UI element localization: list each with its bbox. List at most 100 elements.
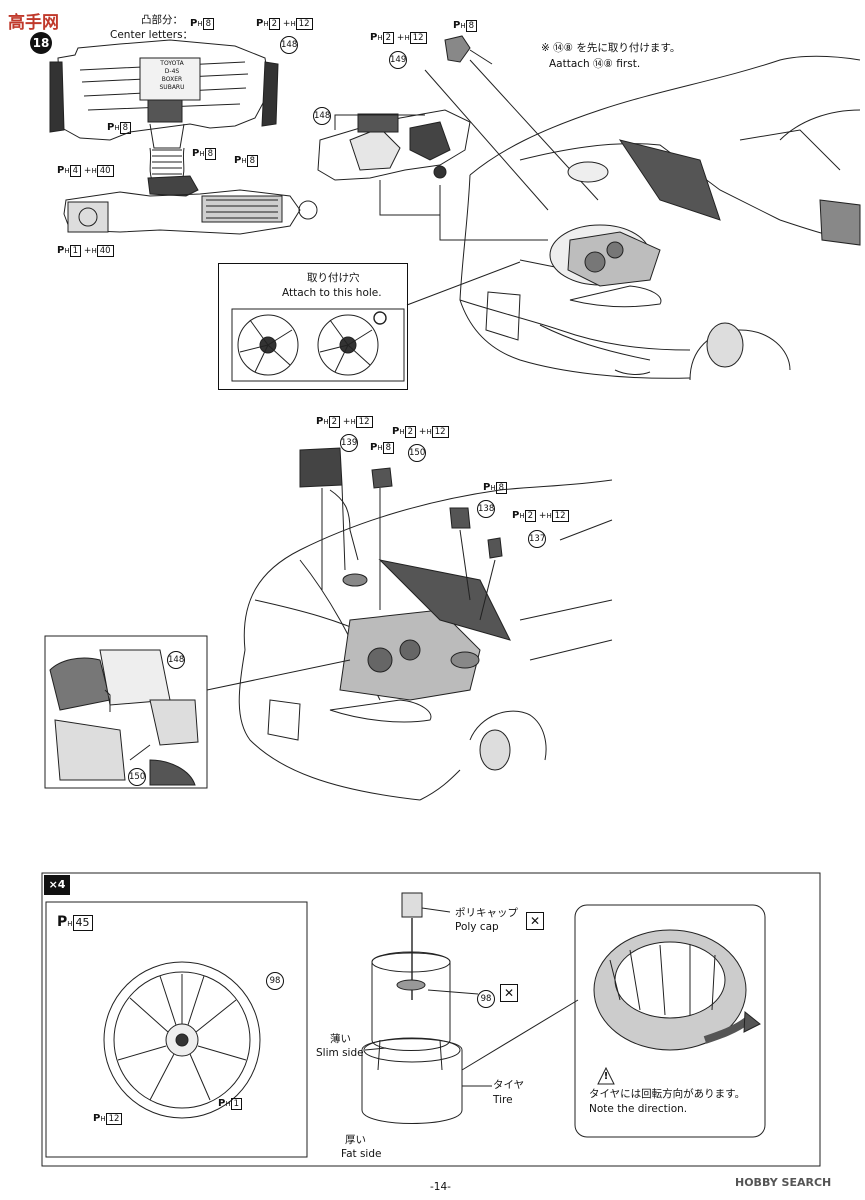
- engine-marking: BOXER: [161, 76, 183, 83]
- attach-first-en: Aattach ⑭⑧ first.: [549, 58, 641, 70]
- page-number: -14-: [430, 1181, 451, 1193]
- no-glue-icon-a: ✕: [526, 912, 544, 930]
- poly-cap-jp: ポリキャップ: [455, 907, 518, 919]
- intake-detail-drawing: [44, 635, 208, 789]
- radiator-fans-drawing: [231, 308, 405, 382]
- part-number: 150: [408, 444, 426, 462]
- paint-code-value: 45: [72, 915, 93, 931]
- intake-assembly-drawing: [49, 39, 318, 235]
- part-number: 148: [313, 107, 331, 125]
- paint-code-value: 8: [382, 442, 395, 454]
- middle-car-drawing: [238, 447, 613, 801]
- part-148-callout-b: 148: [313, 103, 331, 125]
- step-number-badge: 18: [30, 32, 52, 54]
- paint-code-value: 2: [404, 426, 417, 438]
- engine-marking: TOYOTA: [160, 60, 184, 67]
- engine-marking: SUBARU: [159, 84, 185, 91]
- paint-code-value: 12: [105, 1113, 123, 1125]
- part-number: 98: [266, 972, 284, 990]
- paint-code-value: 8: [202, 18, 215, 30]
- tire-jp: タイヤ: [493, 1079, 525, 1091]
- paint-code-value: 12: [355, 416, 373, 428]
- part-number: 148: [167, 651, 185, 669]
- center-letters-jp: 凸部分：: [141, 14, 183, 26]
- site-logo: 高手网: [8, 8, 70, 33]
- part-number: 148: [280, 36, 298, 54]
- paint-code-value: 40: [96, 245, 114, 257]
- slim-side-jp: 薄い: [330, 1033, 351, 1045]
- paint-code-value: 40: [96, 165, 114, 177]
- slim-side-en: Slim side: [316, 1047, 364, 1059]
- wheel-rim-frame: [45, 901, 308, 1158]
- paint-code-value: 4: [69, 165, 82, 177]
- paint-code-value: 12: [295, 18, 313, 30]
- part-137-callout: 137: [528, 526, 546, 548]
- paint-code-value: 8: [495, 482, 508, 494]
- quantity-badge: ×4: [44, 875, 70, 895]
- quantity-text: ×4: [48, 878, 66, 891]
- attach-hole-en: Attach to this hole.: [282, 287, 382, 299]
- wheel-assembly-drawing: [361, 892, 492, 1124]
- engine-markings: TOYOTA D-4S BOXER SUBARU: [150, 60, 194, 92]
- attach-hole-jp: 取り付け穴: [307, 272, 360, 284]
- paint-code-value: 2: [328, 416, 341, 428]
- part-148-top-drawing: [317, 35, 493, 181]
- part-98-callout-a: 98: [266, 968, 284, 990]
- fat-side-jp: 厚い: [345, 1134, 366, 1146]
- part-number: 98: [477, 990, 495, 1008]
- site-logo-text: 高手网: [8, 13, 59, 33]
- wheel-section-frame: [41, 872, 821, 1167]
- part-139-callout: 139: [340, 430, 358, 452]
- part-number: 139: [340, 434, 358, 452]
- part-98-callout-b: 98: [477, 986, 495, 1008]
- paint-code-value: 12: [409, 32, 427, 44]
- part-138-callout: 138: [477, 496, 495, 518]
- paint-code-value: 8: [119, 122, 132, 134]
- paint-code-value: 2: [382, 32, 395, 44]
- wheel-rim-drawing: [103, 961, 261, 1119]
- direction-jp: タイヤには回転方向があります。: [589, 1088, 746, 1100]
- no-glue-icon-b: ✕: [500, 984, 518, 1002]
- part-number: 138: [477, 500, 495, 518]
- center-letters-en: Center letters：: [110, 29, 194, 41]
- engine-marking: D-4S: [164, 68, 180, 75]
- paint-code-value: 12: [431, 426, 449, 438]
- step-number: 18: [32, 36, 50, 50]
- direction-en: Note the direction.: [589, 1103, 688, 1115]
- part-148-callout-a: 148: [280, 32, 298, 54]
- fan-callout-box: [218, 263, 408, 390]
- attach-first-jp: ※ ⑭⑧ を先に取り付けます。: [541, 42, 681, 54]
- part-number: 149: [389, 51, 407, 69]
- watermark-text: HOBBY SEARCH: [735, 1176, 832, 1189]
- paint-code-value: 1: [230, 1098, 243, 1110]
- paint-code-value: 2: [524, 510, 537, 522]
- part-148-callout-c: 148: [167, 647, 185, 669]
- tire-en: Tire: [493, 1094, 513, 1106]
- paint-code-value: 8: [465, 20, 478, 32]
- part-number: 137: [528, 530, 546, 548]
- paint-code-value: 1: [69, 245, 82, 257]
- part-150-callout-b: 150: [128, 764, 146, 786]
- paint-code-value: 12: [551, 510, 569, 522]
- part-number: 150: [128, 768, 146, 786]
- poly-cap-en: Poly cap: [455, 921, 499, 933]
- watermark-hobby-search: HOBBY SEARCH: [735, 1176, 831, 1189]
- paint-code-value: 8: [204, 148, 217, 160]
- part-149-callout: 149: [389, 47, 407, 69]
- paint-code-value: 2: [268, 18, 281, 30]
- fat-side-en: Fat side: [341, 1148, 382, 1160]
